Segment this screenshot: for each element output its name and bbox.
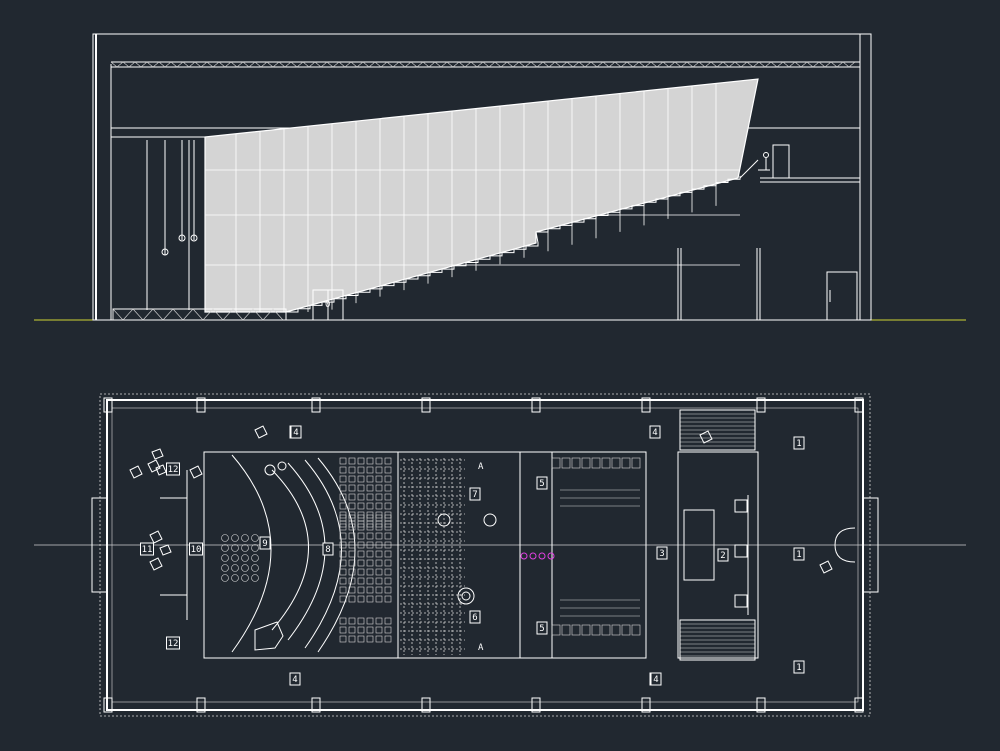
room-tag-label: 11	[142, 545, 153, 555]
section-mark-bottom: A	[478, 643, 484, 653]
room-tag-label: 4	[653, 675, 658, 685]
room-tag-r4b: 4	[649, 425, 661, 439]
side-seating	[551, 457, 641, 636]
door-mark: 0	[325, 300, 330, 310]
room-tag-r3: 3	[656, 546, 668, 560]
room-tag-r10: 10	[189, 542, 203, 556]
room-tag-label: 4	[293, 428, 298, 438]
room-tag-r11: 11	[140, 542, 154, 556]
section-outer-wall	[92, 33, 872, 321]
accent-marks	[520, 552, 555, 560]
plan-outer-wall	[106, 399, 864, 711]
room-tag-label: 4	[652, 428, 657, 438]
room-tag-r4f: 4	[650, 672, 662, 686]
room-tag-r6: 6	[469, 610, 481, 624]
room-tag-r4c: 4	[289, 672, 301, 686]
room-tag-r7: 7	[469, 487, 481, 501]
room-tag-r5a: 5	[536, 476, 548, 490]
room-tag-label: 10	[191, 545, 202, 555]
staircases	[679, 409, 756, 661]
audience-seats	[339, 457, 465, 655]
room-tag-r8: 8	[322, 542, 334, 556]
auditorium-hall	[203, 451, 647, 659]
orchestra-seats	[221, 534, 259, 582]
room-tag-label: 1	[796, 550, 801, 560]
room-tag-label: 8	[325, 545, 330, 555]
room-tag-r1a: 1	[793, 436, 805, 450]
room-tag-r2: 2	[717, 548, 729, 562]
building-section: 0	[34, 33, 966, 321]
foyer-furniture	[129, 425, 833, 620]
room-tag-label: 2	[720, 551, 725, 561]
room-tag-label: 4	[292, 675, 297, 685]
room-tag-label: 3	[659, 549, 664, 559]
room-tag-label: 6	[472, 613, 477, 623]
room-tag-r1b: 1	[793, 547, 805, 561]
room-tag-label: 1	[796, 439, 801, 449]
room-tag-label: 7	[472, 490, 477, 500]
room-tag-r9: 9	[259, 536, 271, 550]
stage	[231, 454, 356, 653]
room-tag-label: 5	[539, 624, 544, 634]
piano	[254, 621, 284, 651]
room-tag-label: 9	[262, 539, 267, 549]
room-tag-r5b: 5	[536, 621, 548, 635]
lobby-door	[826, 271, 858, 321]
room-tag-label: 12	[168, 465, 179, 475]
floor-plan: A A 4444441112355678910111212	[34, 393, 966, 717]
projection-booth	[739, 144, 790, 179]
structural-columns	[103, 397, 864, 713]
service-core	[677, 451, 759, 659]
room-tags: 4444441112355678910111212	[140, 425, 805, 686]
room-tag-r12b: 12	[166, 636, 180, 650]
room-tag-r4e: 4	[290, 425, 302, 439]
room-tag-label: 12	[168, 639, 179, 649]
section-mark-top: A	[478, 462, 484, 472]
seating-steps	[286, 175, 741, 313]
room-tag-r1c: 1	[793, 660, 805, 674]
room-tag-label: 5	[539, 479, 544, 489]
stage-rigging	[146, 140, 198, 310]
room-tag-label: 1	[796, 663, 801, 673]
roof-truss	[110, 61, 860, 68]
room-tag-r12a: 12	[166, 462, 180, 476]
